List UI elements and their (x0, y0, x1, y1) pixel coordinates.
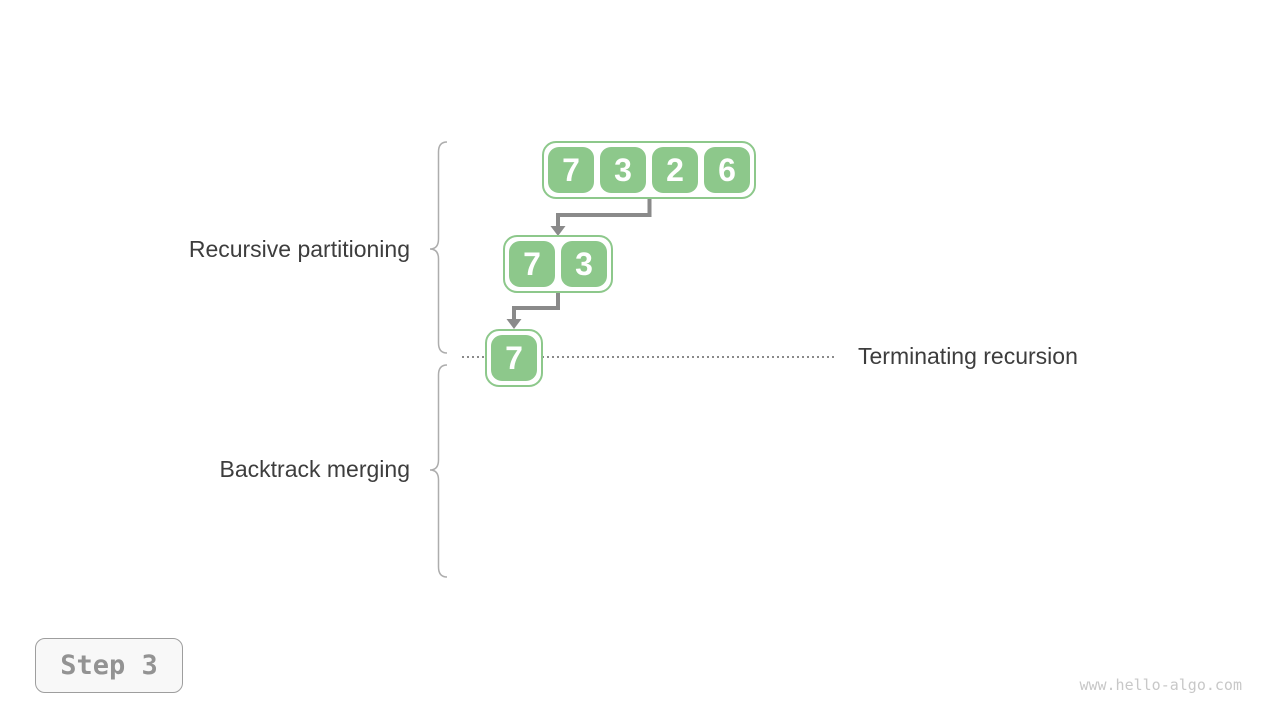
step-badge: Step 3 (35, 638, 183, 693)
array-cell: 7 (509, 241, 555, 287)
array-cell: 7 (491, 335, 537, 381)
brace-icon-recursive-partitioning (429, 141, 448, 354)
array-cell: 7 (548, 147, 594, 193)
array-cell: 6 (704, 147, 750, 193)
array-cell: 3 (561, 241, 607, 287)
brace-icon-backtrack-merging (429, 364, 448, 578)
arrow-icon-level2-to-level3 (512, 293, 560, 320)
watermark-text: www.hello-algo.com (1079, 676, 1242, 694)
arrow-icon-level1-to-level2 (556, 199, 652, 227)
array-cell: 2 (652, 147, 698, 193)
label-recursive-partitioning: Recursive partitioning (188, 236, 410, 262)
array-cell: 3 (600, 147, 646, 193)
arrowhead-icon-level1-to-level2 (550, 226, 566, 236)
label-terminating-recursion: Terminating recursion (858, 343, 1078, 369)
arrowhead-icon-level2-to-level3 (506, 319, 522, 329)
array-level-3: 7 (485, 329, 543, 387)
label-backtrack-merging: Backtrack merging (219, 456, 410, 482)
